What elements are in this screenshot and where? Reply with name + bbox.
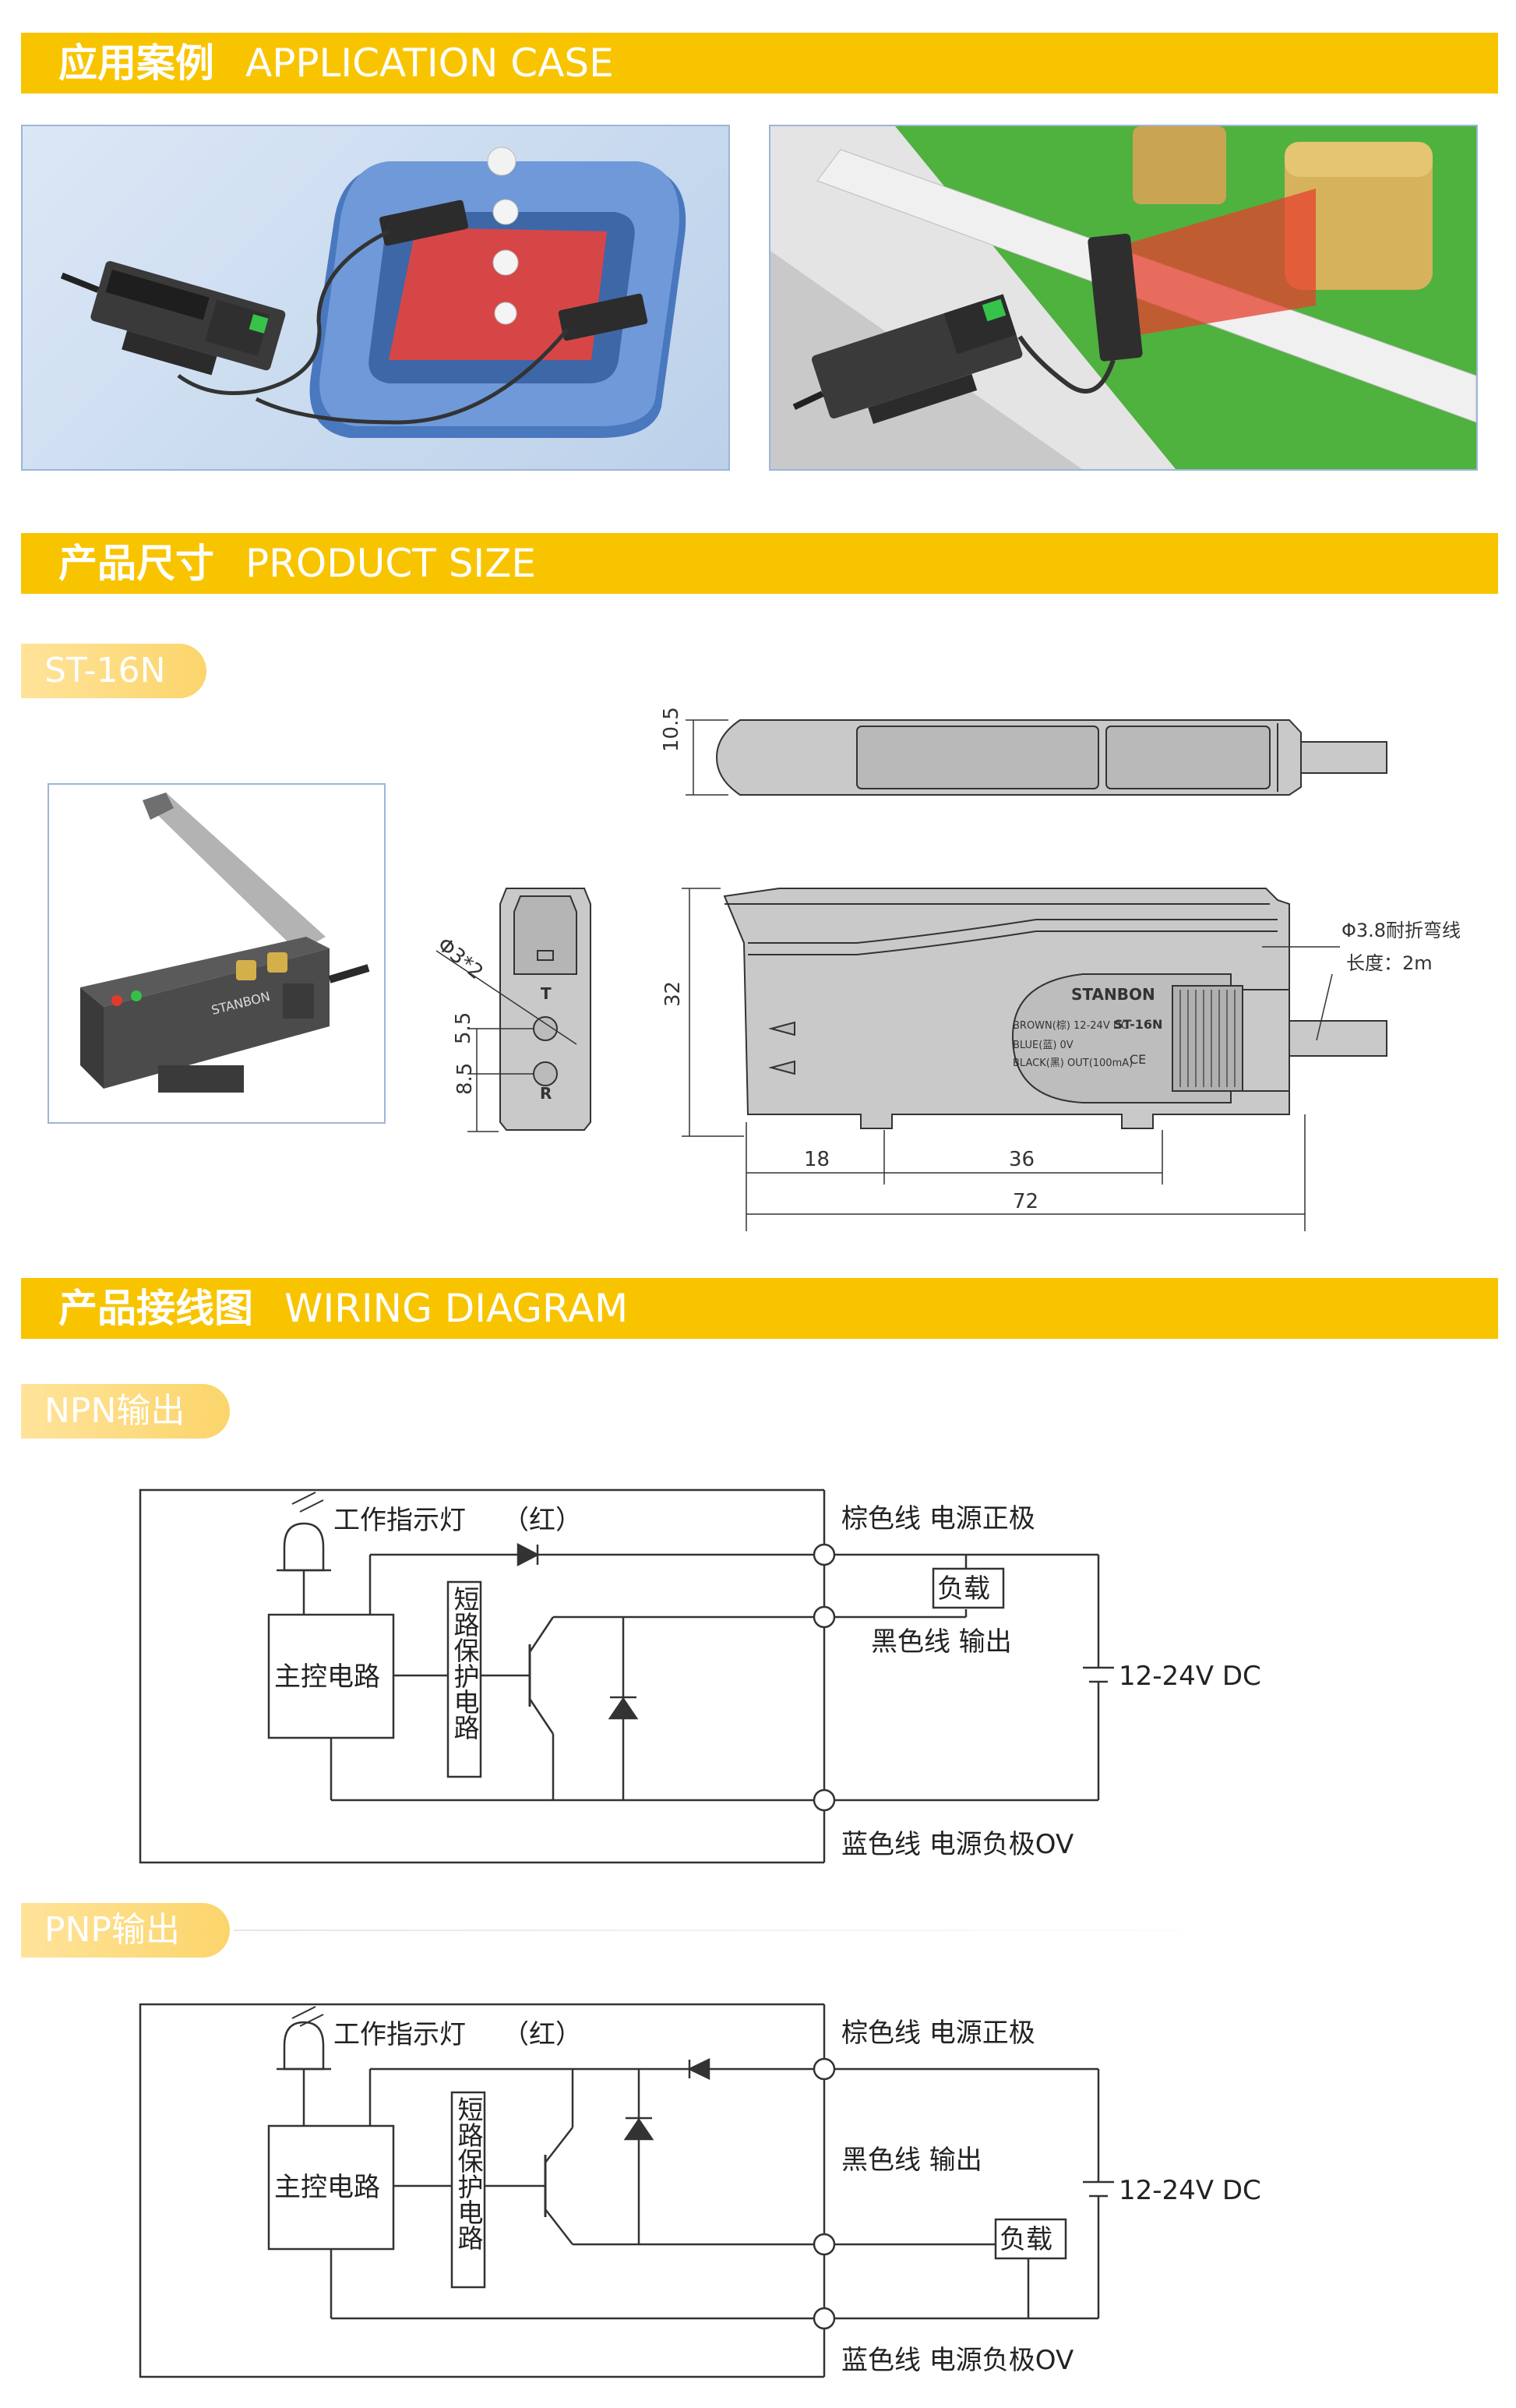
pnp-dc-label: 12-24V DC	[1119, 2175, 1261, 2206]
pnp-wiring-diagram: 工作指示灯 （红） 主控电路 棕色线 电源正极 黑色线 输出 蓝色线 电源负极O…	[139, 2003, 1261, 2378]
dim-gap-b: 8.5	[453, 1063, 477, 1095]
npn-tag: NPN输出	[21, 1384, 230, 1439]
dim-hole: Φ3*2	[433, 933, 488, 984]
section-banner-application: 应用案例 APPLICATION CASE	[21, 33, 1498, 94]
npn-black-wire: 黑色线 输出	[871, 1626, 1012, 1658]
cable-spec: Φ3.8耐折弯线	[1341, 920, 1461, 941]
application-illustration-1	[60, 147, 686, 438]
product-photo: STANBON	[48, 783, 386, 1124]
npn-main-circuit: 主控电路	[274, 1661, 380, 1693]
dim-len-total: 72	[1013, 1190, 1038, 1213]
divider	[234, 1930, 1278, 1931]
pnp-short-circuit-label: 短路保护电路	[453, 2096, 484, 2251]
button-r-label: R	[540, 1084, 552, 1103]
dim-gap-a: 5.5	[452, 1012, 475, 1044]
section-banner-wiring: 产品接线图 WIRING DIAGRAM	[21, 1278, 1498, 1339]
product-spec-line-2: BLUE(蓝) 0V	[1013, 1040, 1074, 1051]
npn-blue-wire: 蓝色线 电源负极OV	[841, 1829, 1074, 1860]
npn-brown-wire: 棕色线 电源正极	[841, 1503, 1035, 1534]
section-title-cn: 产品接线图	[58, 1286, 253, 1331]
product-brand-label: STANBON	[1071, 985, 1155, 1004]
npn-indicator-label: 工作指示灯	[333, 1505, 466, 1536]
pnp-blue-wire: 蓝色线 电源负极OV	[841, 2345, 1074, 2376]
dimension-drawing: STANBON BROWN(棕) 12-24V DC BLUE(蓝) 0V BL…	[433, 707, 1461, 1231]
npn-short-circuit-label: 短路保护电路	[450, 1586, 480, 1740]
dim-len-b: 36	[1009, 1148, 1035, 1171]
section-title-en: PRODUCT SIZE	[245, 541, 537, 586]
application-photo-1	[21, 125, 730, 471]
pnp-black-wire: 黑色线 输出	[841, 2145, 982, 2176]
dim-len-a: 18	[804, 1148, 830, 1171]
product-model-label: ST-16N	[1114, 1017, 1162, 1032]
pnp-brown-wire: 棕色线 电源正极	[841, 2018, 1035, 2049]
button-t-label: T	[541, 984, 552, 1003]
pnp-tag: PNP输出	[21, 1903, 230, 1958]
section-title-en: WIRING DIAGRAM	[284, 1286, 629, 1331]
npn-wiring-diagram: 工作指示灯 （红） 主控电路 棕色线 电源正极 黑色线 输出 蓝色线 电源负极O…	[139, 1488, 1261, 1864]
product-illustration: STANBON	[80, 793, 370, 1093]
section-title-en: APPLICATION CASE	[245, 41, 614, 86]
section-title-cn: 产品尺寸	[58, 541, 214, 586]
product-spec-line-1: BROWN(棕) 12-24V DC	[1013, 1020, 1128, 1032]
dim-side-height: 32	[661, 981, 685, 1007]
model-tag: ST-16N	[21, 644, 206, 698]
pnp-load-label: 负载	[1000, 2224, 1052, 2255]
dim-top-height: 10.5	[660, 707, 683, 752]
application-photo-2	[769, 125, 1478, 471]
pnp-main-circuit: 主控电路	[274, 2172, 380, 2203]
product-spec-line-3: BLACK(黑) OUT(100mA)	[1013, 1057, 1133, 1069]
npn-dc-label: 12-24V DC	[1119, 1661, 1261, 1692]
npn-red-label: （红）	[502, 1505, 582, 1536]
npn-load-label: 负载	[937, 1573, 990, 1605]
cable-length: 长度：2m	[1346, 952, 1433, 974]
section-title-cn: 应用案例	[58, 41, 214, 86]
pnp-indicator-label: 工作指示灯	[333, 2019, 466, 2050]
section-banner-size: 产品尺寸 PRODUCT SIZE	[21, 533, 1498, 594]
pnp-red-label: （红）	[502, 2019, 582, 2050]
ce-mark: CE	[1130, 1052, 1146, 1067]
application-illustration-2	[770, 126, 1477, 469]
